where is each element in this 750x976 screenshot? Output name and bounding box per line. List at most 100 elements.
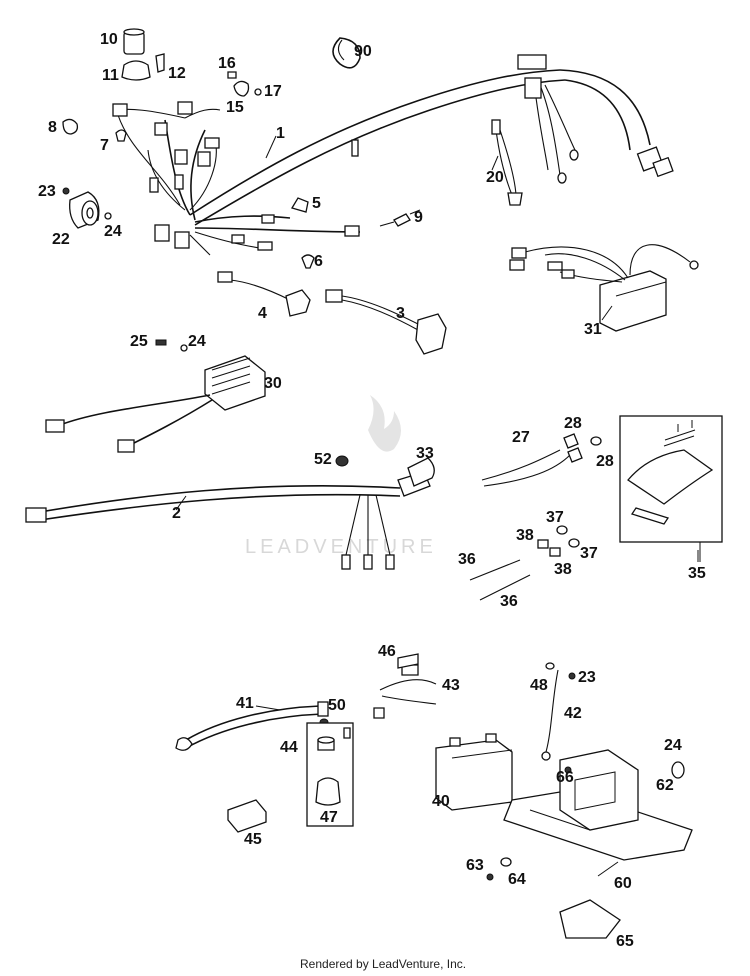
callout-2: 2: [172, 505, 181, 522]
part-4-kill-switch[interactable]: [217, 271, 311, 317]
main-wiring-harness[interactable]: [112, 54, 674, 256]
callout-17: 17: [264, 83, 282, 100]
callout-6: 6: [314, 253, 323, 270]
callout-28-b: 28: [596, 453, 614, 470]
part-64-washer[interactable]: [500, 857, 512, 867]
part-5-sensor[interactable]: [291, 197, 309, 213]
callouts: 10 11 12 16 17 15 90 8 7 1 20 23 22 24 5…: [38, 31, 706, 950]
callout-23: 23: [38, 183, 56, 200]
callout-3: 3: [396, 305, 405, 322]
callout-48: 48: [530, 677, 548, 694]
watermark: LEADVENTURE: [245, 395, 433, 558]
callout-66: 66: [556, 769, 574, 786]
callout-36-b: 36: [500, 593, 518, 610]
part-65-cover[interactable]: [559, 899, 621, 939]
part-46-bracket[interactable]: [397, 653, 419, 669]
callout-41: 41: [236, 695, 254, 712]
part-33-relay[interactable]: [407, 457, 435, 487]
callout-60: 60: [614, 875, 632, 892]
part-23b-bolt[interactable]: [568, 672, 576, 680]
callout-45: 45: [244, 831, 262, 848]
part-24b-nut[interactable]: [180, 344, 188, 352]
part-25-bolt[interactable]: [155, 339, 167, 346]
callout-23-b: 23: [578, 669, 596, 686]
part-28-bulb-socket[interactable]: [590, 436, 602, 446]
callout-64: 64: [508, 871, 526, 888]
part-62-bushing[interactable]: [671, 761, 685, 779]
part-27-light-harness[interactable]: [481, 433, 583, 487]
part-22-horn[interactable]: [69, 191, 100, 229]
part-44-starter-relay-box[interactable]: [306, 722, 354, 827]
part-63-screw[interactable]: [486, 873, 494, 881]
part-40-battery[interactable]: [435, 733, 513, 811]
part-45-holder[interactable]: [227, 799, 267, 833]
callout-24: 24: [104, 223, 122, 240]
callout-15: 15: [226, 99, 244, 116]
leader-lines: [175, 135, 699, 877]
callout-24-b: 24: [188, 333, 206, 350]
callout-50: 50: [328, 697, 346, 714]
callout-52: 52: [314, 451, 332, 468]
callout-22: 22: [52, 231, 70, 248]
callout-42: 42: [564, 705, 582, 722]
part-9-diode[interactable]: [379, 209, 421, 227]
callout-24-c: 24: [664, 737, 682, 754]
part-10-relay[interactable]: [123, 28, 145, 55]
part-36-wire-leads[interactable]: [469, 559, 531, 601]
callout-37-b: 37: [580, 545, 598, 562]
callout-27: 27: [512, 429, 530, 446]
callout-20: 20: [486, 169, 504, 186]
callout-37: 37: [546, 509, 564, 526]
part-66-nut[interactable]: [564, 766, 572, 774]
part-38-sockets[interactable]: [537, 539, 561, 557]
part-15-switch[interactable]: [233, 80, 250, 97]
part-31-cdi-unit[interactable]: [509, 244, 699, 332]
callout-44: 44: [280, 739, 298, 756]
part-20-neutral-switch[interactable]: [491, 119, 523, 206]
part-8-grommet[interactable]: [62, 118, 79, 135]
callout-62: 62: [656, 777, 674, 794]
footer-text: Rendered by LeadVenture, Inc.: [300, 957, 466, 971]
part-7-bulb[interactable]: [115, 129, 127, 142]
part-52-cap[interactable]: [335, 455, 349, 467]
part-41-battery-cable[interactable]: [175, 701, 329, 751]
callout-65: 65: [616, 933, 634, 950]
part-35-number-plate-assembly[interactable]: [619, 415, 723, 562]
callout-90: 90: [354, 43, 372, 60]
part-17-nut[interactable]: [254, 88, 262, 96]
part-37-bulbs[interactable]: [556, 525, 580, 548]
part-24-nut[interactable]: [104, 212, 112, 220]
part-11-rubber-holder[interactable]: [121, 60, 151, 81]
part-60-battery-holder[interactable]: [503, 749, 693, 861]
part-23-screw[interactable]: [62, 187, 70, 195]
part-12-bracket[interactable]: [155, 53, 165, 73]
callout-30: 30: [264, 375, 282, 392]
part-48-nut[interactable]: [545, 662, 555, 670]
callout-63: 63: [466, 857, 484, 874]
callout-12: 12: [168, 65, 186, 82]
callout-4: 4: [258, 305, 267, 322]
part-30-regulator-rectifier[interactable]: [45, 355, 266, 453]
part-6-bulb[interactable]: [301, 254, 315, 269]
callout-25: 25: [130, 333, 148, 350]
callout-10: 10: [100, 31, 118, 48]
callout-28: 28: [564, 415, 582, 432]
part-2-wiring-harness[interactable]: [25, 471, 431, 570]
flame-logo-icon: [368, 395, 401, 452]
part-42-ground-cable[interactable]: [541, 669, 559, 761]
callout-31: 31: [584, 321, 602, 338]
callout-46: 46: [378, 643, 396, 660]
part-3-stator[interactable]: [325, 289, 447, 355]
callout-35: 35: [688, 565, 706, 582]
part-16-screw[interactable]: [227, 71, 237, 79]
callout-16: 16: [218, 55, 236, 72]
callout-47: 47: [320, 809, 338, 826]
part-90-cable-tie[interactable]: [332, 37, 361, 69]
callout-43: 43: [442, 677, 460, 694]
callout-1: 1: [276, 125, 285, 142]
callout-40: 40: [432, 793, 450, 810]
part-43-starter-harness[interactable]: [373, 664, 437, 719]
callout-38-b: 38: [554, 561, 572, 578]
